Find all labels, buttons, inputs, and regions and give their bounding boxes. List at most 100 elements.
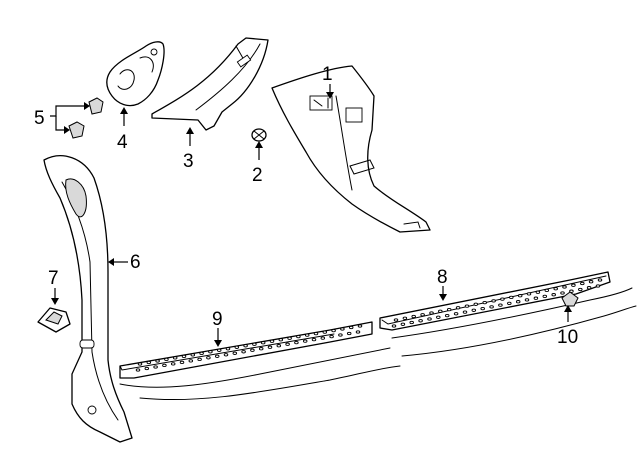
scuff-perforation — [285, 342, 290, 346]
scuff-perforation — [509, 295, 514, 300]
scuff-perforation — [586, 286, 592, 290]
scuff-perforation — [287, 336, 292, 340]
scuff-perforation — [329, 334, 334, 339]
scuff-perforation — [252, 342, 257, 346]
callout-leaders — [50, 84, 572, 347]
scuff-perforation — [144, 366, 150, 371]
scuff-perforation — [190, 353, 196, 357]
scuff-perforation — [515, 300, 521, 304]
scuff-perforation — [517, 294, 523, 298]
scuff-perforation — [250, 348, 255, 352]
scuff-perforation — [331, 328, 336, 333]
scuff-perforation — [453, 312, 459, 316]
part-10-clip — [561, 291, 579, 307]
scuff-perforation — [535, 290, 541, 294]
scuff-perforation — [294, 340, 299, 345]
scuff-perforation — [402, 316, 408, 320]
part-4-bracket — [106, 41, 165, 107]
scuff-perforation — [172, 356, 178, 360]
scuff-perforation — [313, 331, 319, 336]
callout-8: 8 — [437, 267, 448, 288]
scuff-perforation — [243, 344, 248, 348]
scuff-perforation — [498, 303, 503, 307]
scuff-perforation — [411, 314, 416, 319]
scuff-perforation — [480, 306, 485, 311]
front-scuff-holes — [135, 324, 363, 372]
scuff-perforation — [471, 308, 477, 312]
scuff-perforation — [400, 322, 406, 326]
scuff-perforation — [214, 354, 220, 358]
scuff-perforation — [322, 330, 328, 334]
scuff-perforation — [155, 359, 160, 363]
scuff-perforation — [232, 351, 238, 355]
scuff-perforation — [197, 357, 202, 362]
scuff-perforation — [302, 339, 308, 343]
scuff-perforation — [489, 305, 494, 309]
scuff-perforation — [482, 300, 487, 305]
part-1-cowl-panel — [271, 65, 431, 233]
part-8-rear-scuff — [379, 271, 637, 357]
scuff-perforation — [544, 288, 550, 293]
scuff-perforation — [137, 362, 143, 366]
scuff-perforation — [269, 339, 275, 343]
scuff-perforation — [296, 334, 301, 339]
callout-6: 6 — [130, 252, 141, 273]
scuff-perforation — [208, 350, 213, 354]
scuff-perforation — [580, 281, 585, 286]
scuff-perforation — [216, 348, 222, 352]
scuff-perforation — [188, 359, 194, 363]
scuff-perforation — [311, 337, 317, 342]
scuff-perforation — [491, 299, 496, 303]
scuff-perforation — [348, 325, 354, 330]
scuff-perforation — [355, 330, 361, 334]
scuff-perforation — [393, 318, 399, 322]
scuff-perforation — [562, 285, 567, 289]
scuff-perforation — [462, 310, 468, 314]
scuff-perforation — [551, 293, 556, 297]
scuff-perforation — [357, 324, 363, 328]
scuff-perforation — [153, 365, 158, 369]
callout-9: 9 — [212, 309, 223, 330]
scuff-perforation — [340, 327, 345, 331]
scuff-perforation — [181, 354, 187, 359]
scuff-perforation — [276, 344, 282, 348]
scuff-perforation — [170, 362, 176, 366]
callout-1: 1 — [322, 64, 333, 85]
callout-2: 2 — [252, 165, 263, 186]
scuff-perforation — [234, 345, 240, 349]
part-6-pillar-lower — [43, 155, 133, 443]
scuff-perforation — [164, 357, 169, 362]
scuff-perforation — [418, 319, 423, 323]
part-9-front-scuff — [119, 321, 401, 401]
part-3-pillar-trim — [151, 37, 269, 131]
scuff-perforation — [526, 292, 532, 296]
scuff-perforation — [595, 284, 601, 288]
scuff-perforation — [455, 306, 461, 310]
scuff-perforation — [206, 356, 211, 360]
scuff-perforation — [578, 287, 583, 292]
scuff-perforation — [500, 297, 505, 301]
scuff-perforation — [223, 353, 229, 357]
scuff-perforation — [391, 324, 397, 328]
scuff-perforation — [241, 350, 246, 354]
scuff-perforation — [446, 307, 452, 312]
scuff-perforation — [464, 304, 470, 308]
scuff-perforation — [429, 311, 434, 315]
scuff-perforation — [225, 347, 231, 351]
callout-3: 3 — [183, 151, 194, 172]
scuff-perforation — [542, 294, 548, 299]
scuff-perforation — [597, 278, 603, 282]
scuff-perforation — [438, 309, 443, 313]
scuff-perforation — [346, 331, 352, 336]
scuff-perforation — [553, 287, 558, 291]
scuff-perforation — [444, 313, 450, 318]
scuff-perforation — [473, 302, 479, 306]
callout-4: 4 — [117, 132, 128, 153]
callout-10: 10 — [557, 327, 578, 348]
scuff-perforation — [533, 296, 539, 300]
scuff-perforation — [267, 345, 273, 349]
scuff-perforation — [162, 363, 167, 368]
scuff-perforation — [571, 283, 576, 287]
scuff-perforation — [427, 317, 432, 321]
